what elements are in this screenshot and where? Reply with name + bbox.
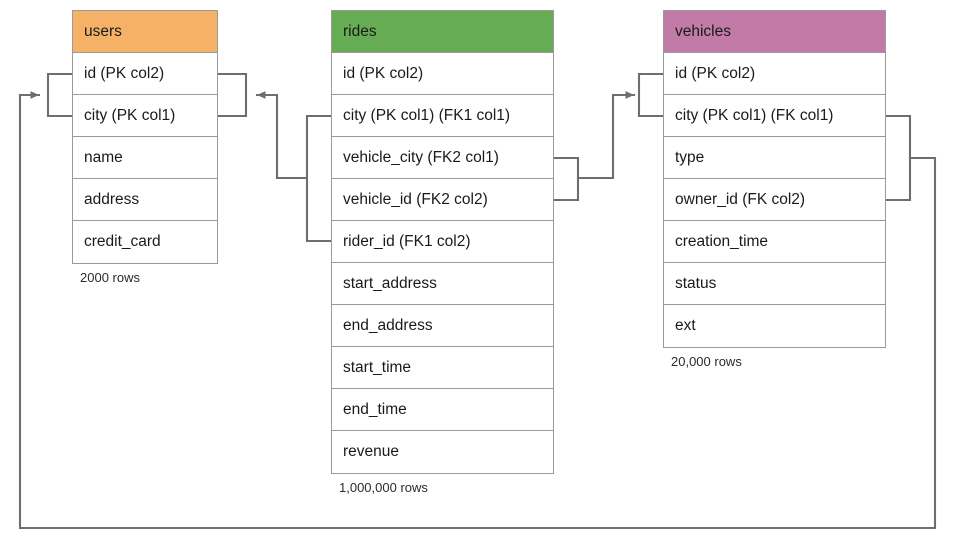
table-users-column-credit-card[interactable]: credit_card xyxy=(73,221,217,263)
connector-fk2-rides-vehicles xyxy=(576,91,636,180)
table-rides-column-end-time[interactable]: end_time xyxy=(332,389,553,431)
connector-rides-left-bracket xyxy=(305,114,333,243)
table-users-column-city[interactable]: city (PK col1) xyxy=(73,95,217,137)
table-vehicles-row-count: 20,000 rows xyxy=(671,354,742,369)
table-rides-column-revenue[interactable]: revenue xyxy=(332,431,553,473)
table-rides-header: rides xyxy=(332,11,553,53)
connector-users-left-bracket xyxy=(46,72,74,118)
table-vehicles-column-status[interactable]: status xyxy=(664,263,885,305)
table-users-column-address[interactable]: address xyxy=(73,179,217,221)
table-rides-row-count: 1,000,000 rows xyxy=(339,480,428,495)
table-rides-title: rides xyxy=(343,23,377,40)
table-users-header: users xyxy=(73,11,217,53)
connector-fk1-rides-users xyxy=(255,91,309,180)
table-vehicles-column-id[interactable]: id (PK col2) xyxy=(664,53,885,95)
table-rides-column-id[interactable]: id (PK col2) xyxy=(332,53,553,95)
table-users-title: users xyxy=(84,23,122,40)
table-rides-column-city[interactable]: city (PK col1) (FK1 col1) xyxy=(332,95,553,137)
table-vehicles-column-city[interactable]: city (PK col1) (FK col1) xyxy=(664,95,885,137)
table-rides-column-start-address[interactable]: start_address xyxy=(332,263,553,305)
table-users[interactable]: users id (PK col2) city (PK col1) name a… xyxy=(72,10,218,264)
table-vehicles-column-ext[interactable]: ext xyxy=(664,305,885,347)
table-vehicles-title: vehicles xyxy=(675,23,731,40)
table-vehicles-column-type[interactable]: type xyxy=(664,137,885,179)
table-rides-column-start-time[interactable]: start_time xyxy=(332,347,553,389)
connector-vehicles-left-bracket xyxy=(637,72,665,118)
table-rides-column-end-address[interactable]: end_address xyxy=(332,305,553,347)
connector-users-right-bracket xyxy=(216,72,248,118)
table-users-column-id[interactable]: id (PK col2) xyxy=(73,53,217,95)
table-rides-column-rider-id[interactable]: rider_id (FK1 col2) xyxy=(332,221,553,263)
table-rides-column-vehicle-id[interactable]: vehicle_id (FK2 col2) xyxy=(332,179,553,221)
table-users-row-count: 2000 rows xyxy=(80,270,140,285)
table-rides-column-vehicle-city[interactable]: vehicle_city (FK2 col1) xyxy=(332,137,553,179)
table-vehicles[interactable]: vehicles id (PK col2) city (PK col1) (FK… xyxy=(663,10,886,348)
table-users-column-name[interactable]: name xyxy=(73,137,217,179)
table-vehicles-column-owner-id[interactable]: owner_id (FK col2) xyxy=(664,179,885,221)
connector-vehicles-right-bracket xyxy=(884,114,912,202)
connector-rides-right-bracket xyxy=(552,156,580,202)
table-vehicles-column-creation-time[interactable]: creation_time xyxy=(664,221,885,263)
table-rides[interactable]: rides id (PK col2) city (PK col1) (FK1 c… xyxy=(331,10,554,474)
table-vehicles-header: vehicles xyxy=(664,11,885,53)
